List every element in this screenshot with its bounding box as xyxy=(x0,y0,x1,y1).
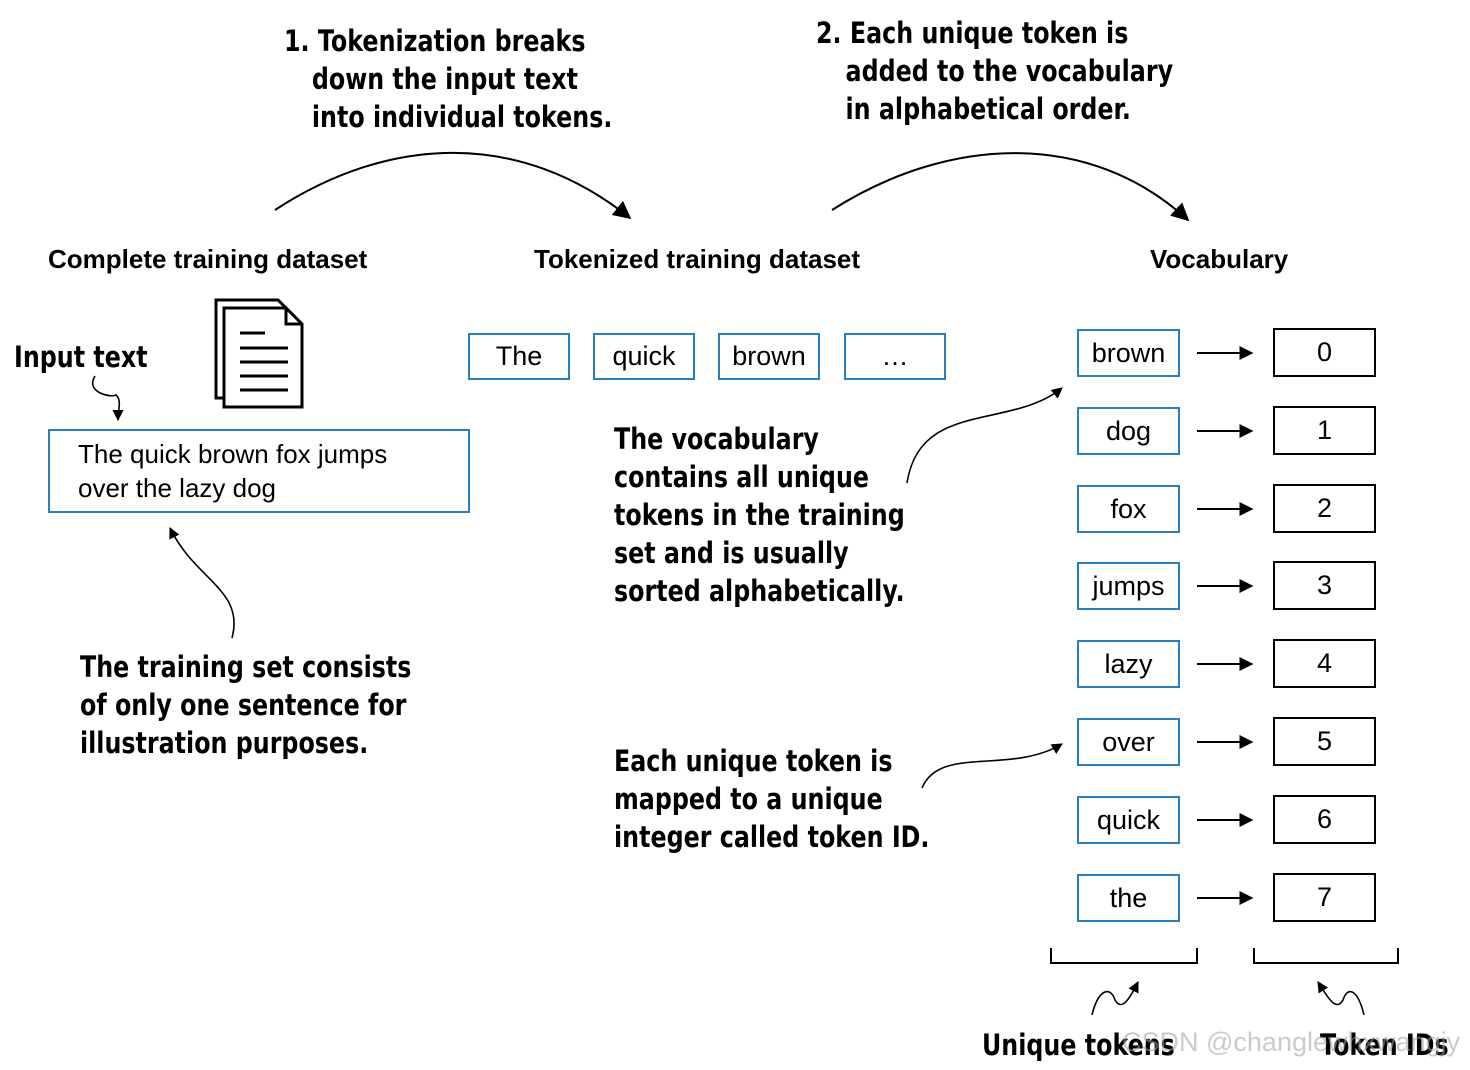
vocab-token: jumps xyxy=(1077,562,1180,610)
training-note-pointer xyxy=(169,526,235,639)
vocab-token: fox xyxy=(1077,485,1180,533)
vocabulary-note-line: set and is usually xyxy=(614,536,849,570)
header-vocabulary: Vocabulary xyxy=(1150,244,1289,274)
unique-tokens-label: Unique tokens xyxy=(982,1028,1175,1062)
vocab-token: lazy xyxy=(1077,640,1180,688)
token-ids-label: Token IDs xyxy=(1320,1028,1449,1062)
input-text-pointer xyxy=(91,375,124,422)
tokenized-ellipsis: … xyxy=(844,333,946,380)
vocab-token: over xyxy=(1077,718,1180,766)
mapping-note: Each unique token is mapped to a unique … xyxy=(614,742,929,856)
training-note-line: The training set consists xyxy=(80,650,412,684)
header-complete-dataset: Complete training dataset xyxy=(48,244,368,274)
token-id: 0 xyxy=(1273,328,1376,377)
step2-line: in alphabetical order. xyxy=(845,92,1131,126)
tokenized-token: The xyxy=(468,333,570,380)
step1-annotation: 1. Tokenization breaks down the input te… xyxy=(284,22,612,136)
training-note-line: of only one sentence for xyxy=(80,688,407,722)
vocabulary-note-line: contains all unique xyxy=(614,460,870,494)
input-text-line: The quick brown fox jumps xyxy=(78,439,388,469)
vocab-token: the xyxy=(1077,874,1180,922)
step2-line: 2. Each unique token is xyxy=(816,16,1129,50)
unique-tokens-pointer xyxy=(1091,980,1139,1016)
token-id: 5 xyxy=(1273,717,1376,766)
step2-line: added to the vocabulary xyxy=(845,54,1174,88)
vocab-note-pointer xyxy=(906,387,1063,484)
token-id: 2 xyxy=(1273,484,1376,533)
mapping-note-pointer xyxy=(921,743,1063,789)
unique-tokens-bracket xyxy=(1050,948,1198,964)
document-icon xyxy=(214,298,304,409)
token-id: 4 xyxy=(1273,639,1376,688)
step1-line: into individual tokens. xyxy=(311,100,613,134)
token-id: 7 xyxy=(1273,873,1376,922)
mapping-note-line: Each unique token is xyxy=(614,744,893,778)
input-text-line: over the lazy dog xyxy=(78,473,277,503)
token-id: 6 xyxy=(1273,795,1376,844)
step2-annotation: 2. Each unique token is added to the voc… xyxy=(816,14,1173,128)
step1-line: 1. Tokenization breaks xyxy=(284,24,586,58)
mapping-note-line: mapped to a unique xyxy=(614,782,883,816)
vocabulary-note: The vocabulary contains all unique token… xyxy=(614,420,905,610)
vocab-token: brown xyxy=(1077,329,1180,377)
token-id: 1 xyxy=(1273,406,1376,455)
vocab-token: quick xyxy=(1077,796,1180,844)
input-text-label: Input text xyxy=(14,340,148,374)
token-ids-pointer xyxy=(1317,981,1365,1016)
watermark: CSDN @changlewhxwangjy xyxy=(1122,1027,1461,1057)
training-note-line: illustration purposes. xyxy=(80,726,369,760)
vocab-token: dog xyxy=(1077,407,1180,455)
tokenized-token: quick xyxy=(593,333,695,380)
tokenized-token: brown xyxy=(718,333,820,380)
arc-arrow-tokenize xyxy=(274,151,632,220)
input-text-box: The quick brown fox jumps over the lazy … xyxy=(48,429,470,513)
arc-arrow-vocab xyxy=(831,152,1190,222)
training-set-note: The training set consists of only one se… xyxy=(80,648,411,762)
step1-line: down the input text xyxy=(311,62,579,96)
token-id: 3 xyxy=(1273,561,1376,610)
mapping-note-line: integer called token ID. xyxy=(614,820,930,854)
vocabulary-note-line: The vocabulary xyxy=(614,422,819,456)
vocabulary-note-line: sorted alphabetically. xyxy=(614,574,905,608)
vocabulary-note-line: tokens in the training xyxy=(614,498,905,532)
header-tokenized-dataset: Tokenized training dataset xyxy=(534,244,861,274)
token-ids-bracket xyxy=(1253,948,1399,964)
